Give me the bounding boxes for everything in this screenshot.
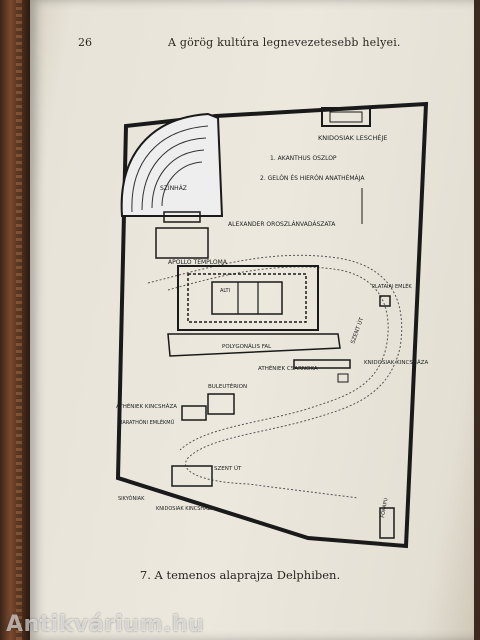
athenian-portico — [293, 359, 351, 369]
label-athenian-treasury: ATHÉNIEK KINCSHÁZA — [116, 402, 177, 410]
label-polygonal-wall: POLYGONÁLIS FAL — [222, 343, 272, 350]
label-theatre: SZÍNHÁZ — [160, 185, 187, 192]
label-alexander: ALEXANDER OROSZLÁNVADÁSZATA — [228, 221, 336, 228]
apollo-temple-cella — [187, 273, 307, 323]
label-akanthus: 1. AKANTHUS OSZLOP — [270, 155, 337, 162]
sikyonian-treasury — [171, 465, 213, 487]
temenos-plan-figure: SZÍNHÁZ KNIDOSIAK LESCHÉJE 1. AKANTHUS O… — [115, 101, 429, 549]
label-knidian-treasury-2: KNIDOSIAK KINCSHÁZA — [156, 505, 215, 512]
buleuterion — [207, 393, 235, 415]
label-sacred-way-1: SZENT ÚT — [349, 316, 365, 345]
label-knidian-lesche: KNIDOSIAK LESCHÉJE — [318, 133, 387, 142]
label-gelon: 2. GELÓN ÉS HIERÓN ANATHÉMÁJA — [260, 174, 365, 182]
label-knidian-treasury: KNIDOSIAK KINCSHÁZA — [364, 359, 428, 366]
running-head: A görög kultúra legnevezetesebb helyei. — [168, 36, 401, 49]
temenos-wall — [115, 101, 429, 549]
knidian-lesche — [321, 107, 371, 127]
main-gate — [379, 507, 395, 539]
theatre — [120, 112, 224, 259]
label-hill: ALTI — [220, 288, 230, 294]
sacred-way-path — [147, 254, 403, 499]
polygonal-wall — [167, 333, 341, 357]
label-marathon: MARATHÓNI EMLÉKMŰ — [118, 418, 175, 426]
label-apollo: APOLLO TEMPLOMA — [168, 259, 228, 266]
label-plataean: PLATAIAI EMLÉK — [372, 282, 412, 290]
label-buleuterion: BULEUTÉRION — [208, 382, 247, 390]
apollo-temple-platform — [177, 265, 319, 331]
label-athenian-portico: ATHÉNIEK CSARNOKA — [258, 364, 318, 372]
watermark-logo: Antikvárium.hu — [6, 612, 205, 637]
label-sikyonian: SIKYÓNIAK — [118, 495, 145, 502]
label-sacred-way-2: SZENT ÚT — [214, 465, 242, 472]
athenian-treasury — [181, 405, 207, 421]
figure-caption: 7. A temenos alaprajza Delphiben. — [139, 568, 341, 582]
page-number: 26 — [78, 36, 92, 49]
book-spine-edge — [0, 0, 30, 640]
next-page-edge — [474, 0, 480, 640]
